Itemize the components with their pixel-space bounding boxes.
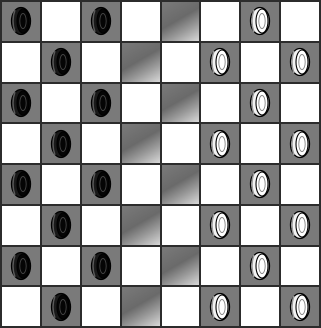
- board-square-r3-c5[interactable]: [201, 124, 239, 163]
- white-piece-icon[interactable]: [209, 292, 231, 322]
- board-square-r0-c5[interactable]: [201, 2, 239, 41]
- board-square-r6-c1[interactable]: [42, 247, 80, 286]
- black-piece-icon[interactable]: [10, 169, 32, 199]
- board-square-r4-c2[interactable]: [82, 165, 120, 204]
- black-piece-icon[interactable]: [50, 129, 72, 159]
- board-square-r6-c5[interactable]: [201, 247, 239, 286]
- board-square-r5-c6[interactable]: [241, 206, 279, 245]
- white-piece-icon[interactable]: [249, 6, 271, 36]
- board-square-r1-c4[interactable]: [162, 43, 200, 82]
- board-square-r7-c3[interactable]: [122, 287, 160, 326]
- board-square-r1-c5[interactable]: [201, 43, 239, 82]
- white-piece-icon[interactable]: [209, 210, 231, 240]
- white-piece-icon[interactable]: [289, 129, 311, 159]
- board-square-r7-c6[interactable]: [241, 287, 279, 326]
- board-square-r4-c6[interactable]: [241, 165, 279, 204]
- board-square-r0-c7[interactable]: [281, 2, 319, 41]
- white-piece-icon[interactable]: [289, 210, 311, 240]
- board-square-r7-c2[interactable]: [82, 287, 120, 326]
- board-square-r4-c1[interactable]: [42, 165, 80, 204]
- board-square-r6-c3[interactable]: [122, 247, 160, 286]
- black-piece-icon[interactable]: [90, 251, 112, 281]
- board-square-r0-c2[interactable]: [82, 2, 120, 41]
- board-square-r1-c2[interactable]: [82, 43, 120, 82]
- white-piece-icon[interactable]: [209, 47, 231, 77]
- board-square-r3-c7[interactable]: [281, 124, 319, 163]
- board-square-r1-c1[interactable]: [42, 43, 80, 82]
- black-piece-icon[interactable]: [90, 6, 112, 36]
- board-square-r2-c1[interactable]: [42, 84, 80, 123]
- board-square-r0-c3[interactable]: [122, 2, 160, 41]
- white-piece-icon[interactable]: [249, 88, 271, 118]
- board-square-r4-c7[interactable]: [281, 165, 319, 204]
- board-square-r0-c4[interactable]: [162, 2, 200, 41]
- black-piece-icon[interactable]: [10, 6, 32, 36]
- board-square-r6-c6[interactable]: [241, 247, 279, 286]
- board-square-r2-c3[interactable]: [122, 84, 160, 123]
- black-piece-icon[interactable]: [10, 88, 32, 118]
- board-square-r1-c7[interactable]: [281, 43, 319, 82]
- board-square-r3-c2[interactable]: [82, 124, 120, 163]
- board-square-r5-c3[interactable]: [122, 206, 160, 245]
- board-square-r2-c7[interactable]: [281, 84, 319, 123]
- board-square-r3-c0[interactable]: [2, 124, 40, 163]
- board-square-r5-c4[interactable]: [162, 206, 200, 245]
- white-piece-icon[interactable]: [289, 292, 311, 322]
- board-square-r6-c2[interactable]: [82, 247, 120, 286]
- board-square-r3-c4[interactable]: [162, 124, 200, 163]
- board-square-r1-c0[interactable]: [2, 43, 40, 82]
- board-square-r5-c2[interactable]: [82, 206, 120, 245]
- board-square-r7-c7[interactable]: [281, 287, 319, 326]
- board-square-r3-c1[interactable]: [42, 124, 80, 163]
- white-piece-icon[interactable]: [249, 251, 271, 281]
- black-piece-icon[interactable]: [50, 210, 72, 240]
- board-square-r4-c0[interactable]: [2, 165, 40, 204]
- board-square-r2-c5[interactable]: [201, 84, 239, 123]
- white-piece-icon[interactable]: [209, 129, 231, 159]
- board-square-r3-c3[interactable]: [122, 124, 160, 163]
- white-piece-icon[interactable]: [289, 47, 311, 77]
- board-square-r0-c0[interactable]: [2, 2, 40, 41]
- black-piece-icon[interactable]: [50, 292, 72, 322]
- board-square-r7-c1[interactable]: [42, 287, 80, 326]
- board-square-r2-c4[interactable]: [162, 84, 200, 123]
- board-square-r7-c4[interactable]: [162, 287, 200, 326]
- black-piece-icon[interactable]: [90, 169, 112, 199]
- black-piece-icon[interactable]: [10, 251, 32, 281]
- board-square-r7-c5[interactable]: [201, 287, 239, 326]
- board-square-r2-c2[interactable]: [82, 84, 120, 123]
- board-square-r3-c6[interactable]: [241, 124, 279, 163]
- board-square-r5-c7[interactable]: [281, 206, 319, 245]
- board-square-r2-c0[interactable]: [2, 84, 40, 123]
- board-square-r4-c4[interactable]: [162, 165, 200, 204]
- board-square-r4-c5[interactable]: [201, 165, 239, 204]
- board-square-r6-c0[interactable]: [2, 247, 40, 286]
- board-square-r0-c1[interactable]: [42, 2, 80, 41]
- black-piece-icon[interactable]: [50, 47, 72, 77]
- board-square-r4-c3[interactable]: [122, 165, 160, 204]
- board-square-r5-c5[interactable]: [201, 206, 239, 245]
- white-piece-icon[interactable]: [249, 169, 271, 199]
- board-square-r7-c0[interactable]: [2, 287, 40, 326]
- board-square-r2-c6[interactable]: [241, 84, 279, 123]
- board-square-r5-c0[interactable]: [2, 206, 40, 245]
- board-square-r0-c6[interactable]: [241, 2, 279, 41]
- board-square-r6-c7[interactable]: [281, 247, 319, 286]
- board-square-r1-c3[interactable]: [122, 43, 160, 82]
- board-square-r1-c6[interactable]: [241, 43, 279, 82]
- black-piece-icon[interactable]: [90, 88, 112, 118]
- board-square-r6-c4[interactable]: [162, 247, 200, 286]
- board-square-r5-c1[interactable]: [42, 206, 80, 245]
